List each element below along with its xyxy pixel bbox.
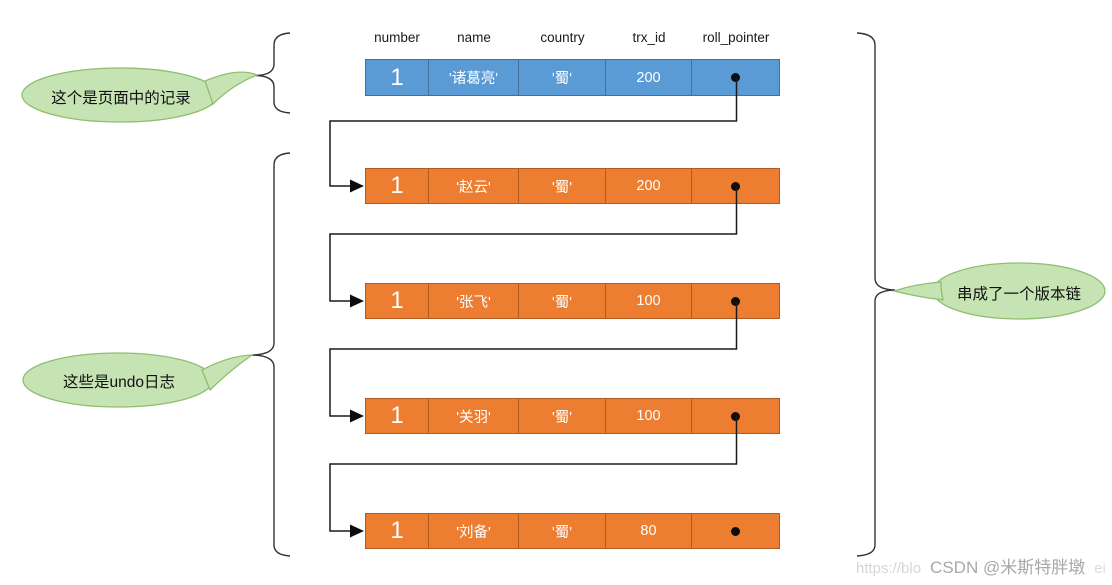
cell-roll-pointer: [692, 399, 779, 433]
cell-roll-pointer: [692, 514, 779, 548]
header-number: number: [374, 30, 420, 45]
cell-name: '诸葛亮': [429, 60, 519, 95]
header-roll-pointer: roll_pointer: [702, 30, 770, 45]
roll-pointer-dot-icon: [731, 181, 740, 191]
cell-name: '关羽': [429, 399, 519, 433]
cell-name: '张飞': [429, 284, 519, 318]
cell-number: 1: [366, 60, 429, 95]
undo-log-row: 1 '关羽' '蜀' 100: [365, 398, 780, 434]
roll-pointer-dot-icon: [731, 73, 740, 82]
watermark: https://blo CSDN @米斯特胖墩 ei: [856, 553, 1106, 578]
cell-trx-id: 80: [606, 514, 692, 548]
cell-roll-pointer: [692, 169, 779, 203]
roll-pointer-dot-icon: [731, 411, 740, 421]
header-trx-id: trx_id: [632, 30, 666, 45]
callout-text-undo-logs: 这些是undo日志: [63, 374, 175, 391]
brace-undo-logs: [251, 152, 291, 557]
cell-roll-pointer: [692, 284, 779, 318]
undo-log-row: 1 '刘备' '蜀' 80: [365, 513, 780, 549]
cell-roll-pointer: [692, 60, 779, 95]
cell-number: 1: [366, 284, 429, 318]
page-record-row: 1 '诸葛亮' '蜀' 200: [365, 59, 780, 96]
roll-pointer-dot-icon: [731, 296, 740, 306]
cell-name: '刘备': [429, 514, 519, 548]
cell-trx-id: 200: [606, 60, 692, 95]
cell-number: 1: [366, 514, 429, 548]
callout-bubbles: [21, 67, 1106, 408]
callout-text-page-record: 这个是页面中的记录: [51, 90, 191, 107]
cell-country: '蜀': [519, 169, 606, 203]
undo-log-row: 1 '张飞' '蜀' 100: [365, 283, 780, 319]
undo-log-row: 1 '赵云' '蜀' 200: [365, 168, 780, 204]
arrowhead-icon: [350, 294, 364, 308]
column-headers: number name country trx_id roll_pointer: [365, 30, 780, 50]
connector-arrowheads: [350, 179, 364, 538]
cell-country: '蜀': [519, 60, 606, 95]
cell-number: 1: [366, 169, 429, 203]
cell-number: 1: [366, 399, 429, 433]
watermark-trailing: ei: [1094, 560, 1106, 577]
brace-page-record: [255, 32, 291, 114]
header-country: country: [540, 30, 585, 45]
arrowhead-icon: [350, 524, 364, 538]
cell-name: '赵云': [429, 169, 519, 203]
arrowhead-icon: [350, 179, 364, 193]
callout-text-version-chain: 串成了一个版本链: [956, 286, 1081, 303]
cell-trx-id: 100: [606, 399, 692, 433]
cell-country: '蜀': [519, 284, 606, 318]
header-name: name: [457, 30, 491, 45]
watermark-label: CSDN @米斯特胖墩: [930, 558, 1086, 577]
arrowhead-icon: [350, 409, 364, 423]
cell-country: '蜀': [519, 514, 606, 548]
watermark-url-fragment: https://blo: [856, 560, 922, 577]
brace-version-chain: [856, 32, 896, 557]
roll-pointer-dot-icon: [731, 526, 740, 536]
cell-country: '蜀': [519, 399, 606, 433]
cell-trx-id: 200: [606, 169, 692, 203]
cell-trx-id: 100: [606, 284, 692, 318]
